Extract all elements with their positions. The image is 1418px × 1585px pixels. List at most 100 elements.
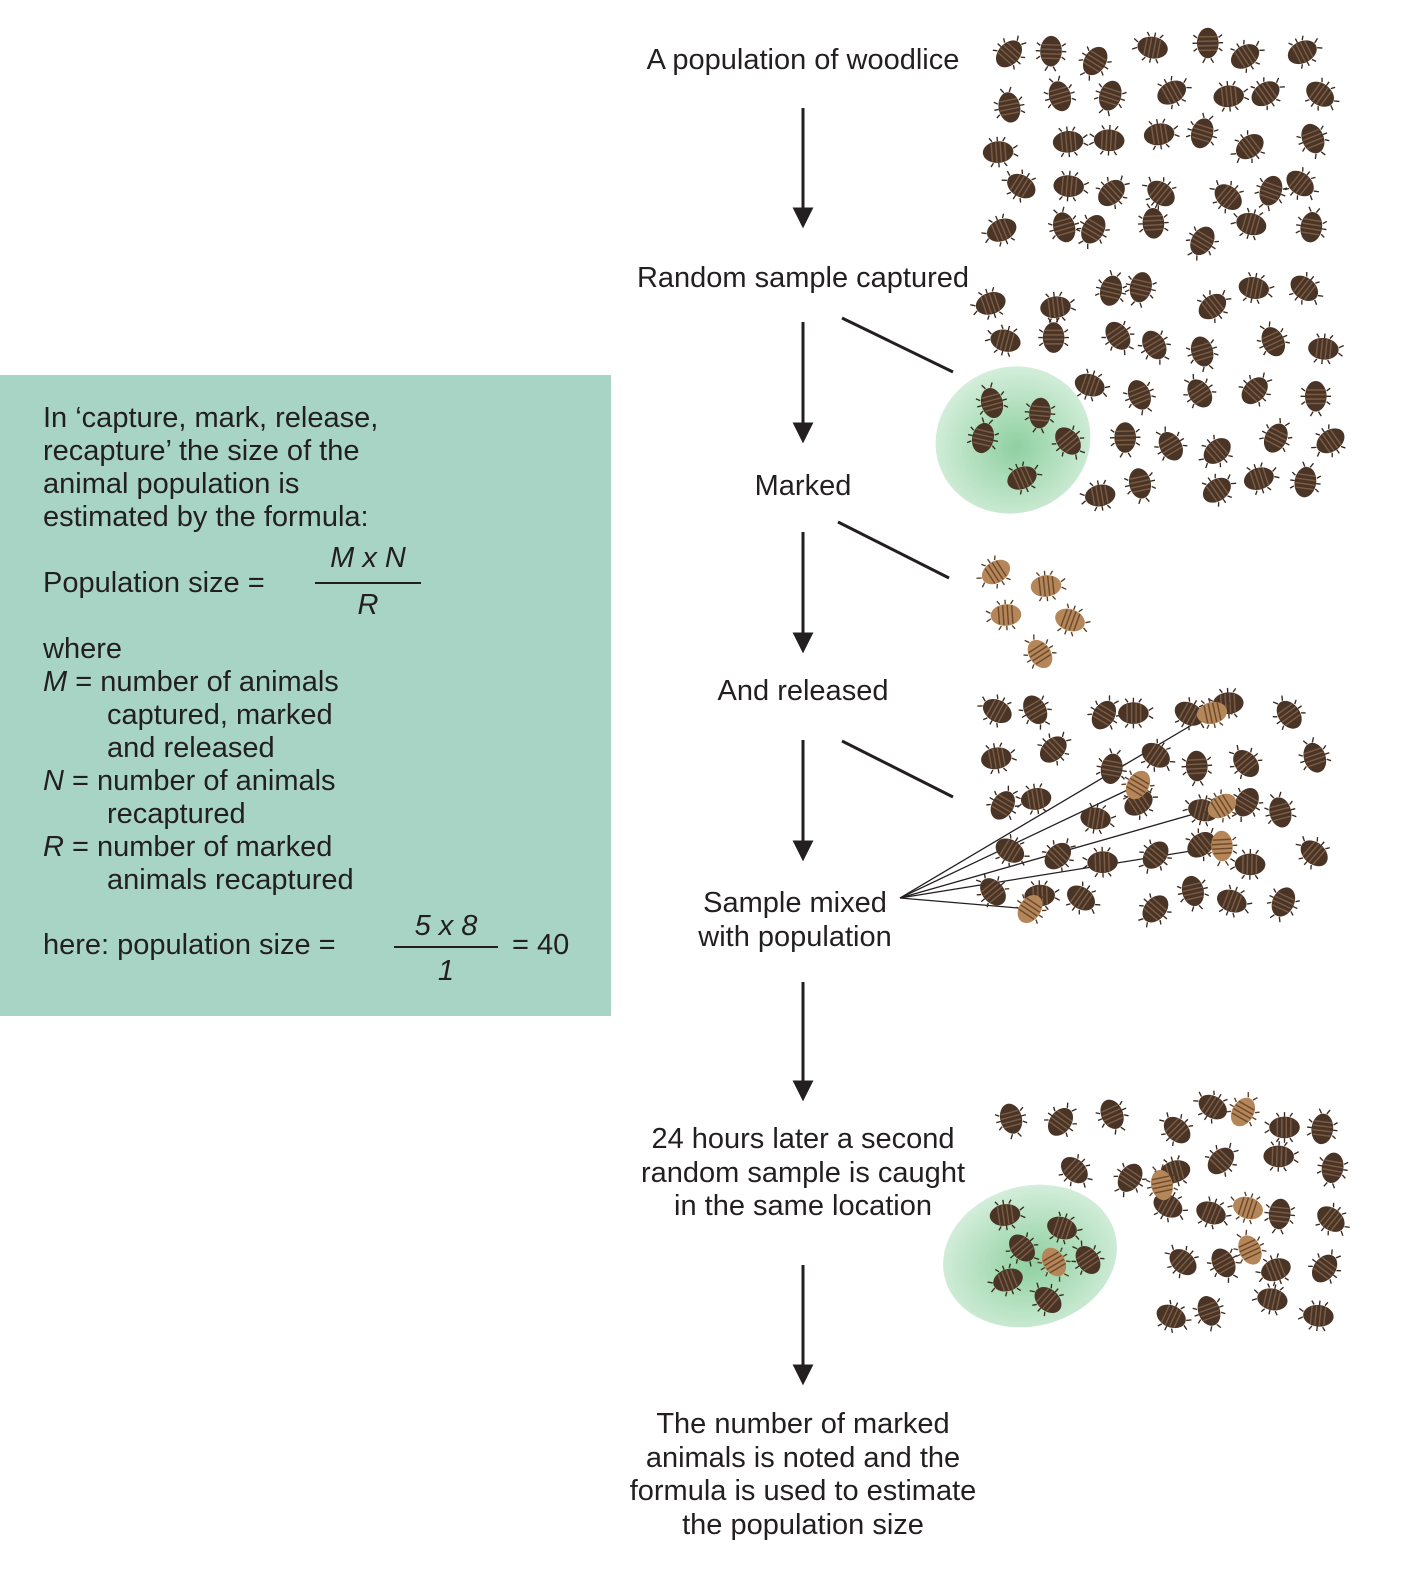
step-second-sample: 24 hours later a second random sample is… bbox=[543, 1123, 1063, 1224]
definition-line: recaptured bbox=[107, 798, 246, 830]
definition-line: = number of animals bbox=[63, 765, 336, 797]
woodlouse-icon bbox=[1262, 1139, 1300, 1174]
woodlouse-icon bbox=[1088, 75, 1131, 120]
woodlouse-marked-icon bbox=[1223, 1186, 1268, 1228]
woodlouse-icon bbox=[1198, 1135, 1247, 1184]
woodlouse-icon bbox=[976, 209, 1023, 253]
woodlouse-icon bbox=[995, 161, 1044, 208]
intro-line: animal population is bbox=[43, 468, 300, 500]
woodlouse-icon bbox=[981, 779, 1027, 828]
step-marked: Marked bbox=[543, 470, 1063, 504]
woodlouse-icon bbox=[1191, 428, 1240, 477]
intro-line: estimated by the formula: bbox=[43, 501, 369, 533]
woodlouse-icon bbox=[1260, 788, 1300, 832]
intro-text: In ‘capture, mark, release, recapture’ t… bbox=[43, 402, 378, 534]
first-capture-ellipse bbox=[935, 366, 1091, 514]
example-numerator: 5 x 8 bbox=[414, 910, 478, 942]
woodlouse-marked-icon bbox=[1028, 567, 1069, 604]
woodlouse-icon bbox=[1091, 1093, 1135, 1140]
woodlouse-icon bbox=[1130, 886, 1178, 935]
woodlouse-marked-icon bbox=[970, 550, 1018, 597]
flow-arrow-head bbox=[792, 632, 814, 654]
woodlouse-icon bbox=[1136, 202, 1171, 241]
woodlouse-marked-icon bbox=[984, 597, 1024, 633]
woodlouse-icon bbox=[1117, 697, 1154, 730]
woodlouse-icon bbox=[1288, 828, 1337, 876]
marked-link-line bbox=[899, 897, 1031, 910]
woodlouse-icon bbox=[1287, 459, 1325, 501]
step-population: A population of woodlice bbox=[543, 44, 1063, 78]
woodlouse-icon bbox=[1050, 124, 1090, 160]
variable-n: N bbox=[43, 765, 64, 797]
woodlouse-icon bbox=[1118, 374, 1162, 420]
flow-arrow-head bbox=[792, 840, 814, 862]
woodlouse-icon bbox=[988, 828, 1036, 875]
woodlouse-icon bbox=[1182, 109, 1224, 154]
woodlouse-icon bbox=[977, 739, 1020, 777]
woodlouse-icon bbox=[1223, 32, 1271, 79]
woodlouse-icon bbox=[1248, 1279, 1292, 1319]
definitions-block: where M = number of animals captured, ma… bbox=[43, 633, 354, 897]
woodlouse-icon bbox=[1121, 464, 1160, 507]
marked-link-line bbox=[899, 784, 1139, 899]
woodlouse-icon bbox=[1302, 1242, 1350, 1291]
step-line: And released bbox=[717, 675, 889, 707]
example-fraction-bar bbox=[394, 946, 498, 948]
woodlouse-icon bbox=[1293, 204, 1331, 246]
woodlouse-icon bbox=[1135, 168, 1184, 216]
woodlouse-icon bbox=[1150, 1295, 1197, 1340]
woodlouse-icon bbox=[1130, 832, 1178, 881]
formula-info-panel: In ‘capture, mark, release, recapture’ t… bbox=[0, 375, 611, 1016]
definition-line: = number of marked bbox=[63, 831, 333, 863]
woodlouse-icon bbox=[1190, 281, 1239, 329]
woodlouse-icon bbox=[1087, 123, 1126, 158]
woodlouse-icon bbox=[1190, 1192, 1236, 1236]
woodlouse-icon bbox=[1313, 1149, 1352, 1191]
example-result: = 40 bbox=[512, 929, 570, 961]
woodlouse-icon bbox=[1277, 161, 1326, 209]
definition-line: and released bbox=[107, 732, 275, 764]
step-line: the population size bbox=[682, 1508, 924, 1541]
pointer-lines bbox=[837, 316, 954, 799]
step-line: Sample mixed bbox=[703, 887, 887, 919]
woodlouse-icon bbox=[1120, 268, 1160, 311]
woodlouse-icon bbox=[1071, 39, 1118, 87]
woodlouse-icon bbox=[1292, 117, 1336, 164]
woodlouse-icon bbox=[1298, 72, 1346, 119]
definition-line: = number of animals bbox=[67, 666, 339, 698]
marked-link-line bbox=[899, 712, 1213, 899]
intro-line: recapture’ the size of the bbox=[43, 435, 360, 467]
definition-r: R = number of marked bbox=[43, 831, 354, 864]
woodlouse-icon bbox=[1180, 749, 1214, 788]
definition-line: animals recaptured bbox=[107, 864, 354, 896]
woodlouse-icon bbox=[1178, 219, 1225, 267]
woodlouse-icon bbox=[1188, 1290, 1231, 1336]
woodlouse-icon bbox=[1132, 323, 1179, 371]
flow-arrow-head bbox=[792, 1364, 814, 1386]
woodlouse-icon bbox=[1211, 78, 1251, 114]
step-released: And released bbox=[543, 675, 1063, 709]
step-line: random sample is caught bbox=[641, 1156, 965, 1189]
woodlouse-icon bbox=[989, 84, 1029, 127]
pointer-line bbox=[841, 316, 954, 374]
woodlouse-icon bbox=[1232, 365, 1281, 414]
woodlouse-icon bbox=[1304, 1106, 1341, 1147]
woodlouse-icon bbox=[1238, 457, 1284, 499]
woodlouse-icon bbox=[1263, 1111, 1301, 1144]
woodlouse-icon bbox=[1224, 124, 1272, 172]
woodlouse-icon bbox=[1243, 69, 1292, 116]
woodlouse-icon bbox=[1304, 418, 1353, 466]
woodlouse-icon bbox=[1151, 1104, 1200, 1153]
step-line: The number of marked bbox=[656, 1408, 950, 1440]
where-label: where bbox=[43, 633, 122, 665]
step-line: with population bbox=[698, 920, 892, 953]
woodlouse-icon bbox=[1182, 331, 1224, 376]
example-label: here: population size = bbox=[43, 929, 336, 961]
flow-arrow-head bbox=[792, 422, 814, 444]
variable-r: R bbox=[43, 831, 64, 863]
woodlouse-icon bbox=[1129, 28, 1172, 67]
step-line: Random sample captured bbox=[636, 262, 970, 294]
variable-m: M bbox=[43, 666, 68, 698]
woodlouse-icon bbox=[1173, 871, 1213, 915]
pointer-line bbox=[837, 520, 950, 580]
